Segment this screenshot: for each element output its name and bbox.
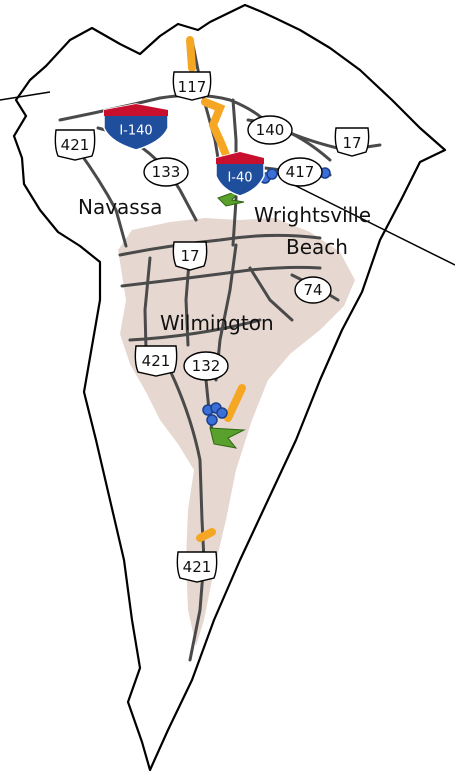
project-segments (186, 36, 246, 542)
road-cross-1 (128, 318, 262, 342)
road-us117 (190, 38, 222, 172)
route-label-i40: I-40 (227, 171, 252, 186)
marker-blue-7 (206, 414, 218, 426)
road-us421-south (163, 358, 206, 662)
marker-blue-2 (266, 168, 278, 180)
us-shield-421-center: 421 (134, 345, 178, 377)
boundary-line-east (279, 177, 455, 266)
nc-shield-74: 74 (294, 276, 332, 304)
us-shield-421-north: 421 (54, 129, 96, 161)
route-label-421-south: 421 (183, 558, 212, 576)
place-label-beach: Beach (286, 235, 348, 259)
marker-green-south (209, 427, 246, 449)
nc-shield-140: 140 (247, 115, 293, 145)
project-us421-south (196, 528, 216, 542)
us-shield-117: 117 (172, 71, 212, 101)
place-label-wrightsville: Wrightsville (254, 203, 371, 227)
us-shield-17-east: 17 (334, 127, 370, 157)
route-label-i140: I-140 (119, 124, 152, 139)
interstate-shield-i140: I-140 (103, 103, 169, 151)
route-label-140: 140 (256, 121, 285, 139)
route-label-117: 117 (178, 78, 207, 96)
route-label-421-north: 421 (61, 136, 90, 154)
place-label-wilmington: Wilmington (160, 311, 274, 335)
interstate-shield-i40: I-40 (215, 151, 265, 197)
road-east-west-2 (120, 265, 322, 288)
nc-shield-132: 132 (183, 351, 229, 381)
route-label-17-east: 17 (342, 134, 361, 152)
boundary-line-west (0, 91, 51, 101)
project-i40-corridor (201, 98, 232, 164)
place-label-navassa: Navassa (78, 195, 162, 219)
route-label-74: 74 (303, 281, 322, 299)
road-north-south-west (143, 256, 152, 352)
us-shield-17-center: 17 (172, 241, 208, 271)
road-cross-2 (248, 266, 294, 322)
route-label-421-center: 421 (142, 352, 171, 370)
route-label-417: 417 (286, 163, 315, 181)
nc-shield-417: 417 (277, 157, 323, 187)
route-label-133: 133 (152, 163, 181, 181)
route-label-132: 132 (192, 357, 221, 375)
project-us117-north (186, 36, 196, 72)
nc-shield-133: 133 (143, 157, 189, 187)
route-label-17-center: 17 (180, 247, 199, 265)
road-us17-center (118, 233, 322, 257)
us-shield-421-south: 421 (176, 551, 218, 583)
marker-blue-6 (216, 407, 228, 419)
project-monkey-junction (224, 384, 246, 422)
